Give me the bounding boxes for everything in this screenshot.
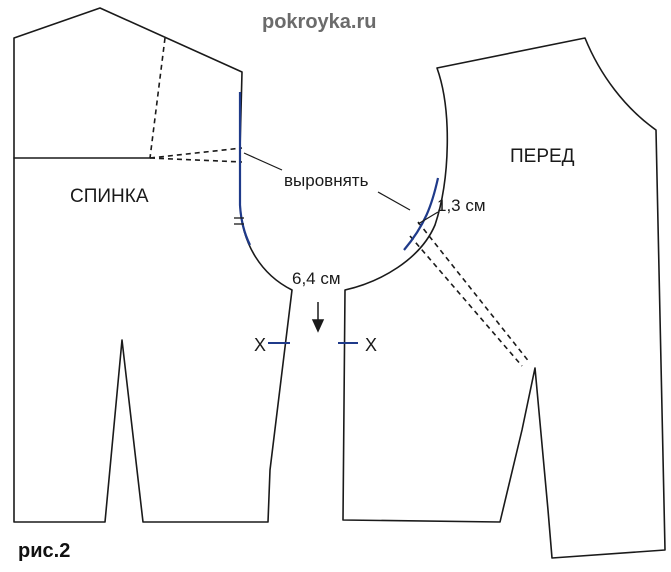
front-dart-dashed-line-1 [417,221,531,364]
front-measure-leader [417,211,439,225]
back-yoke-dashed-line-1 [149,147,243,159]
notch-left-label: X [254,335,267,355]
back-piece-outline [13,7,293,523]
align-leader-front [377,191,411,211]
back-dart-dashed-line [149,37,166,159]
front-armhole-highlight [403,177,440,251]
front-piece-outline [342,37,666,559]
figure-caption: рис.2 [18,540,71,562]
back-yoke-dashed-line-2 [149,157,243,163]
notch-right-label: X [365,335,378,355]
gap-measure-label: 6,4 см [292,269,341,288]
front-dart-dashed-line-2 [409,235,523,367]
align-leader-back [243,152,283,171]
align-note-label: выровнять [284,171,369,190]
back-piece-label: СПИНКА [70,186,149,207]
front-piece-label: ПЕРЕД [510,146,575,167]
back-armhole-highlight [238,92,251,246]
front-measure-label: 1,3 см [437,196,486,215]
gap-arrow-head [311,319,325,333]
site-watermark: pokroyka.ru [262,11,377,33]
